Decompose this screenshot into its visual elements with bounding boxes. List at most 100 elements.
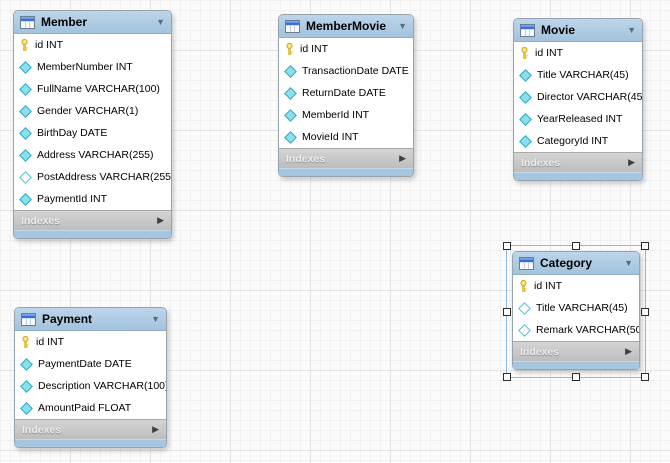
column-label: MemberNumber INT bbox=[37, 61, 133, 73]
primary-key-icon bbox=[518, 280, 529, 292]
table-category[interactable]: Category ▼ id INT Title VARCHAR(45) Rema… bbox=[512, 251, 640, 370]
selection-handle[interactable] bbox=[641, 373, 649, 381]
table-header[interactable]: Payment ▼ bbox=[15, 308, 166, 331]
table-title: Category bbox=[540, 256, 593, 270]
column-row[interactable]: Description VARCHAR(100) bbox=[15, 375, 166, 397]
table-movie[interactable]: Movie ▼ id INT Title VARCHAR(45) Directo… bbox=[513, 18, 643, 181]
indexes-label: Indexes bbox=[21, 214, 61, 227]
column-row[interactable]: id INT bbox=[514, 42, 642, 64]
column-label: ReturnDate DATE bbox=[302, 87, 386, 99]
collapse-arrow-icon[interactable]: ▼ bbox=[627, 24, 636, 35]
expand-indexes-icon[interactable]: ▶ bbox=[628, 157, 635, 167]
selection-handle[interactable] bbox=[503, 373, 511, 381]
column-label: Title VARCHAR(45) bbox=[536, 302, 628, 314]
column-row[interactable]: FullName VARCHAR(100) bbox=[14, 78, 171, 100]
column-row[interactable]: Title VARCHAR(45) bbox=[514, 64, 642, 86]
diamond-filled-icon bbox=[519, 68, 532, 82]
collapse-arrow-icon[interactable]: ▼ bbox=[624, 257, 633, 268]
column-row[interactable]: id INT bbox=[15, 331, 166, 353]
column-label: Gender VARCHAR(1) bbox=[37, 105, 139, 117]
column-label: id INT bbox=[36, 336, 65, 348]
indexes-footer[interactable]: Indexes ▶ bbox=[279, 148, 413, 168]
selection-handle[interactable] bbox=[641, 307, 649, 316]
indexes-label: Indexes bbox=[521, 156, 561, 169]
table-header[interactable]: Member ▼ bbox=[14, 11, 171, 34]
table-title: MemberMovie bbox=[306, 19, 387, 33]
selection-handle[interactable] bbox=[503, 242, 511, 250]
column-label: MovieId INT bbox=[302, 131, 359, 143]
diamond-hollow-icon bbox=[518, 323, 531, 337]
diamond-filled-icon bbox=[20, 379, 33, 393]
column-row[interactable]: MemberNumber INT bbox=[14, 56, 171, 78]
table-member[interactable]: Member ▼ id INT MemberNumber INT FullNam… bbox=[13, 10, 172, 239]
selection-handle[interactable] bbox=[572, 242, 580, 250]
diamond-hollow-icon bbox=[19, 170, 32, 184]
column-row[interactable]: MemberId INT bbox=[279, 104, 413, 126]
column-row[interactable]: TransactionDate DATE bbox=[279, 60, 413, 82]
table-icon bbox=[21, 312, 36, 326]
expand-indexes-icon[interactable]: ▶ bbox=[625, 346, 632, 356]
table-icon bbox=[519, 256, 534, 270]
table-title: Member bbox=[41, 15, 88, 29]
table-header[interactable]: Category ▼ bbox=[513, 252, 639, 275]
selection-handle[interactable] bbox=[503, 307, 511, 316]
collapse-arrow-icon[interactable]: ▼ bbox=[398, 20, 407, 31]
indexes-footer[interactable]: Indexes ▶ bbox=[14, 210, 171, 230]
diamond-filled-icon bbox=[519, 90, 532, 104]
column-label: FullName VARCHAR(100) bbox=[37, 83, 160, 95]
primary-key-icon bbox=[519, 47, 530, 59]
indexes-footer[interactable]: Indexes ▶ bbox=[15, 419, 166, 439]
table-header[interactable]: MemberMovie ▼ bbox=[279, 15, 413, 38]
column-row[interactable]: Director VARCHAR(45) bbox=[514, 86, 642, 108]
collapse-arrow-icon[interactable]: ▼ bbox=[156, 16, 165, 27]
selection-handle[interactable] bbox=[641, 242, 649, 250]
diamond-filled-icon bbox=[284, 86, 297, 100]
column-row[interactable]: PaymentDate DATE bbox=[15, 353, 166, 375]
column-list: id INT MemberNumber INT FullName VARCHAR… bbox=[14, 34, 171, 210]
column-row[interactable]: id INT bbox=[279, 38, 413, 60]
column-row[interactable]: Address VARCHAR(255) bbox=[14, 144, 171, 166]
table-icon bbox=[285, 19, 300, 33]
table-bottom-strip bbox=[513, 361, 639, 369]
column-row[interactable]: AmountPaid FLOAT bbox=[15, 397, 166, 419]
table-title: Payment bbox=[42, 312, 93, 326]
diamond-filled-icon bbox=[19, 148, 32, 162]
column-row[interactable]: PostAddress VARCHAR(255) bbox=[14, 166, 171, 188]
diamond-filled-icon bbox=[519, 112, 532, 126]
diamond-filled-icon bbox=[19, 82, 32, 96]
table-header[interactable]: Movie ▼ bbox=[514, 19, 642, 42]
column-row[interactable]: CategoryId INT bbox=[514, 130, 642, 152]
indexes-footer[interactable]: Indexes ▶ bbox=[514, 152, 642, 172]
column-row[interactable]: MovieId INT bbox=[279, 126, 413, 148]
expand-indexes-icon[interactable]: ▶ bbox=[152, 424, 159, 434]
column-row[interactable]: ReturnDate DATE bbox=[279, 82, 413, 104]
primary-key-icon bbox=[19, 39, 30, 51]
expand-indexes-icon[interactable]: ▶ bbox=[399, 153, 406, 163]
table-bottom-strip bbox=[15, 439, 166, 447]
table-bottom-strip bbox=[514, 172, 642, 180]
table-title: Movie bbox=[541, 23, 576, 37]
column-row[interactable]: PaymentId INT bbox=[14, 188, 171, 210]
column-label: BirthDay DATE bbox=[37, 127, 108, 139]
column-label: id INT bbox=[300, 43, 329, 55]
table-icon bbox=[520, 23, 535, 37]
column-row[interactable]: BirthDay DATE bbox=[14, 122, 171, 144]
indexes-footer[interactable]: Indexes ▶ bbox=[513, 341, 639, 361]
expand-indexes-icon[interactable]: ▶ bbox=[157, 215, 164, 225]
table-payment[interactable]: Payment ▼ id INT PaymentDate DATE Descri… bbox=[14, 307, 167, 448]
selection-handle[interactable] bbox=[572, 373, 580, 381]
column-row[interactable]: YearReleased INT bbox=[514, 108, 642, 130]
diamond-filled-icon bbox=[284, 64, 297, 78]
primary-key-icon bbox=[284, 43, 295, 55]
column-label: PostAddress VARCHAR(255) bbox=[37, 171, 172, 183]
collapse-arrow-icon[interactable]: ▼ bbox=[151, 313, 160, 324]
table-membermovie[interactable]: MemberMovie ▼ id INT TransactionDate DAT… bbox=[278, 14, 414, 177]
column-row[interactable]: Gender VARCHAR(1) bbox=[14, 100, 171, 122]
column-row[interactable]: Remark VARCHAR(500) bbox=[513, 319, 639, 341]
column-row[interactable]: Title VARCHAR(45) bbox=[513, 297, 639, 319]
column-row[interactable]: id INT bbox=[513, 275, 639, 297]
diamond-filled-icon bbox=[19, 60, 32, 74]
column-label: id INT bbox=[35, 39, 64, 51]
column-row[interactable]: id INT bbox=[14, 34, 171, 56]
